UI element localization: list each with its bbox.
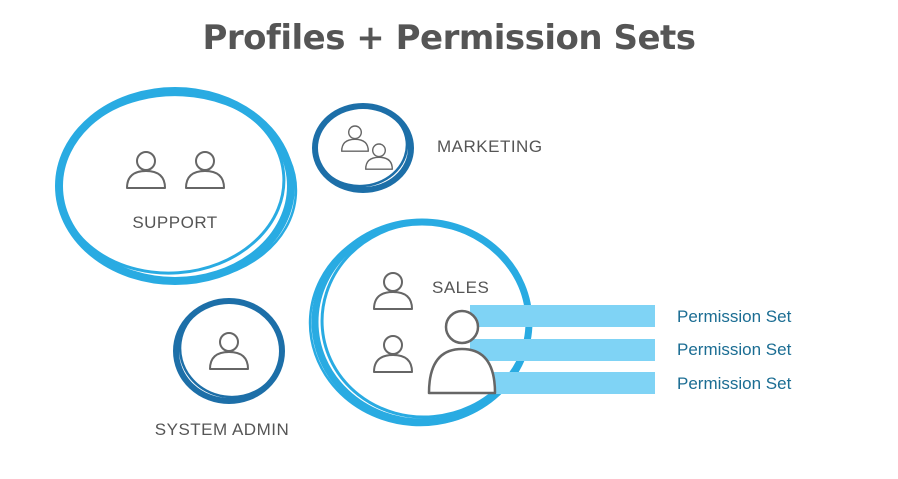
permission-set-labels: Permission Set Permission Set Permission… bbox=[677, 307, 792, 393]
support-group: SUPPORT bbox=[55, 87, 298, 285]
sales-highlighted-user-icon bbox=[427, 309, 497, 395]
support-user-icon-2 bbox=[185, 151, 225, 189]
marketing-group: MARKETING bbox=[312, 103, 543, 193]
marketing-user-icon-1 bbox=[341, 125, 369, 152]
support-user-icon-1 bbox=[126, 151, 166, 189]
marketing-user-icon-2 bbox=[365, 143, 393, 170]
permission-set-label-2: Permission Set bbox=[677, 340, 792, 359]
sales-label: SALES bbox=[432, 278, 489, 297]
sales-user-icon-2 bbox=[373, 335, 413, 373]
permission-set-bar-2 bbox=[470, 339, 655, 361]
permission-set-bar-1 bbox=[470, 305, 655, 327]
system-admin-group: SYSTEM ADMIN bbox=[155, 298, 289, 439]
permission-set-label-1: Permission Set bbox=[677, 307, 792, 326]
page-title: Profiles + Permission Sets bbox=[202, 18, 697, 58]
sales-user-icon-1 bbox=[373, 272, 413, 310]
system-admin-user-icon bbox=[209, 332, 249, 370]
support-label: SUPPORT bbox=[132, 213, 217, 232]
system-admin-label: SYSTEM ADMIN bbox=[155, 420, 289, 439]
permission-set-bars bbox=[470, 305, 655, 394]
marketing-label: MARKETING bbox=[437, 137, 543, 156]
marketing-circle bbox=[312, 103, 414, 193]
permission-set-label-3: Permission Set bbox=[677, 374, 792, 393]
support-circle bbox=[55, 87, 298, 285]
system-admin-circle bbox=[173, 298, 285, 404]
permission-set-bar-3 bbox=[470, 372, 655, 394]
